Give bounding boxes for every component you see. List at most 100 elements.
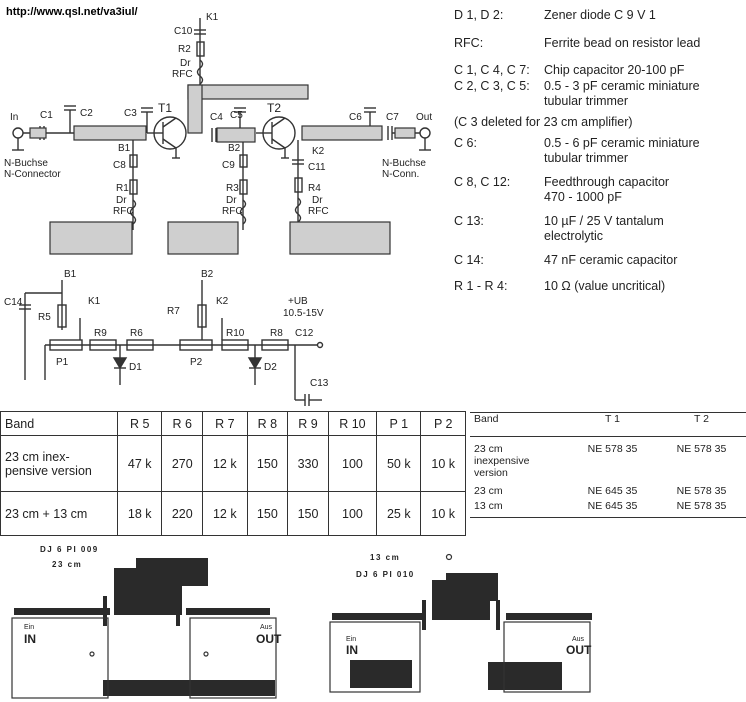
bias-label-r6: R6: [130, 328, 143, 339]
label-out-conn-1: N-Buchse: [382, 158, 426, 169]
table-cell: 50 k: [376, 435, 422, 492]
label-b1: B1: [118, 143, 131, 154]
table-cell: 330: [287, 435, 329, 492]
table-header-row: Band T 1 T 2: [470, 412, 746, 437]
table-band-cell: 13 cm: [470, 499, 568, 518]
label-in-conn-2: N-Connector: [4, 169, 61, 180]
pcb-left-ein: Ein: [24, 624, 35, 631]
table-cell: NE 578 35: [676, 443, 727, 455]
component-key: C 2, C 3, C 5:: [454, 79, 530, 93]
bias-label-p1: P1: [56, 357, 69, 368]
table-row: 13 cm NE 645 35 NE 578 35: [470, 499, 746, 518]
table-cell: 18 k: [116, 491, 163, 536]
table-cell: NE 645 35: [587, 484, 638, 497]
bias-label-r8: R8: [270, 328, 283, 339]
bias-label-k2: K2: [216, 296, 229, 307]
label-rfc-4: RFC: [308, 206, 329, 217]
table-header-cell: Band: [470, 412, 568, 437]
label-c1: C1: [40, 110, 53, 121]
table-band-cell: 23 cm: [474, 484, 503, 497]
label-r3: R3: [226, 183, 239, 194]
pcb-right-out: OUT: [566, 643, 592, 657]
label-out: Out: [416, 112, 433, 123]
label-c8: C8: [113, 160, 126, 171]
label-r4: R4: [308, 183, 321, 194]
table-cell: NE 578 35: [587, 443, 638, 455]
table-header-cell: P 1: [376, 411, 422, 436]
label-out-conn-2: N-Conn.: [382, 169, 420, 180]
band-resistor-table: Band R 5 R 6 R 7 R 8 R 9 R 10 P 1 P 2 23…: [0, 411, 466, 536]
table-header-cell: R 8: [246, 411, 289, 436]
table-row: 23 cm + 13 cm 18 k 220 12 k 150 150 100 …: [0, 491, 466, 536]
component-key: C 1, C 4, C 7:: [454, 63, 530, 77]
pcb-left-code: DJ 6 PI 009: [40, 545, 99, 554]
component-key: C 8, C 12:: [454, 175, 511, 189]
component-value: Zener diode C 9 V 1: [544, 8, 656, 22]
table-cell: 25 k: [376, 491, 422, 536]
label-dr-3: Dr: [226, 195, 237, 206]
component-note: (C 3 deleted for 23 cm amplifier): [454, 115, 633, 129]
table-header-row: Band R 5 R 6 R 7 R 8 R 9 R 10 P 1 P 2: [0, 411, 466, 436]
bias-label-r10: R10: [226, 328, 245, 339]
bias-label-d2: D2: [264, 362, 277, 373]
table-header-cell: T 2: [656, 412, 746, 437]
label-c9: C9: [222, 160, 235, 171]
label-k1-top: K1: [206, 12, 219, 23]
component-value: Chip capacitor 20-100 pF: [544, 63, 685, 77]
pcb-right-code: DJ 6 PI 010: [356, 570, 415, 579]
component-key: C 13:: [454, 214, 484, 228]
table-cell: 12 k: [202, 491, 248, 536]
bias-label-k1: K1: [88, 296, 101, 307]
pcb-left-band: 23 cm: [52, 560, 83, 569]
pcb-right-band: 13 cm: [370, 553, 401, 562]
table-cell: NE 578 35: [656, 499, 746, 518]
pcb-left-out: OUT: [256, 632, 282, 646]
label-in: In: [10, 112, 19, 123]
bias-label-c14: C14: [4, 297, 23, 308]
label-t2: T2: [267, 101, 282, 115]
label-t1: T1: [158, 101, 173, 115]
bias-label-d1: D1: [129, 362, 142, 373]
label-in-conn-1: N-Buchse: [4, 158, 48, 169]
table-row: 23 cm inex-pensive version 47 k 270 12 k…: [0, 435, 466, 492]
label-dr-1: Dr: [116, 195, 127, 206]
label-c10: C10: [174, 26, 193, 37]
label-c7: C7: [386, 112, 399, 123]
label-dr-4: Dr: [312, 195, 323, 206]
table-cell: NE 578 35: [676, 484, 727, 497]
table-cell: 150: [246, 435, 289, 492]
table-cell: NE 645 35: [568, 499, 657, 518]
component-value: 10 Ω (value uncritical): [544, 279, 666, 293]
bias-label-c12: C12: [295, 328, 314, 339]
label-c11: C11: [308, 162, 326, 173]
label-r1: R1: [116, 183, 129, 194]
table-header-cell: P 2: [420, 411, 466, 436]
bias-label-b2: B2: [201, 269, 214, 280]
label-rfc-3: RFC: [222, 206, 243, 217]
label-rfc-2: RFC: [172, 69, 193, 80]
pcb-right-ein: Ein: [346, 636, 357, 643]
label-b2: B2: [228, 143, 241, 154]
table-cell: 150: [287, 491, 329, 536]
table-header-cell: R 10: [327, 411, 378, 436]
table-cell: 220: [161, 491, 204, 536]
bias-label-ub-range: 10.5-15V: [283, 308, 324, 319]
label-dr-2: Dr: [180, 58, 191, 69]
table-cell: 12 k: [202, 435, 248, 492]
table-header-cell: Band: [0, 411, 118, 436]
table-cell: 150: [246, 491, 289, 536]
label-c4: C4: [210, 112, 223, 123]
pcb-right-aus: Aus: [572, 636, 585, 643]
table-cell: 10 k: [420, 435, 466, 492]
component-value: Ferrite bead on resistor lead: [544, 36, 701, 50]
table-cell: 100: [327, 491, 378, 536]
table-header-cell: R 6: [161, 411, 204, 436]
pcb-right-in: IN: [346, 643, 358, 657]
bias-label-r7: R7: [167, 306, 180, 317]
component-key: D 1, D 2:: [454, 8, 504, 22]
